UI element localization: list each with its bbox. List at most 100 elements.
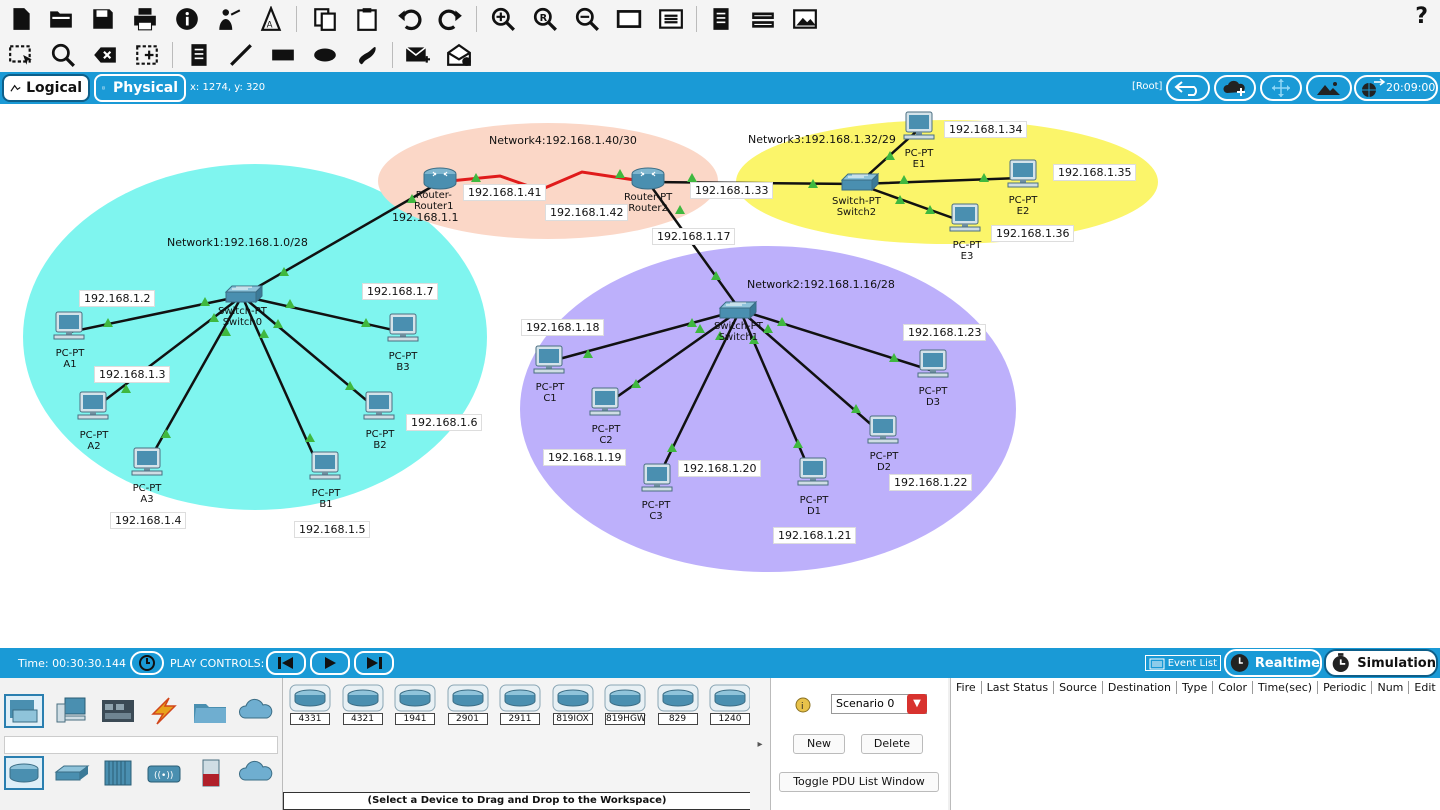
- multiuser-category-icon[interactable]: [236, 694, 276, 728]
- pc-a3-icon[interactable]: [131, 447, 163, 476]
- delete-icon[interactable]: [90, 40, 120, 70]
- router1-icon[interactable]: [423, 167, 457, 190]
- root-breadcrumb[interactable]: [Root]: [1132, 81, 1163, 92]
- device-model-item[interactable]: 2901: [445, 683, 491, 725]
- pc-d1-icon[interactable]: [797, 457, 829, 486]
- network4-area[interactable]: [378, 123, 718, 239]
- device-model-item[interactable]: 4321: [340, 683, 386, 725]
- category-search-field[interactable]: [4, 736, 278, 754]
- pdu-column-header[interactable]: Type: [1177, 680, 1214, 694]
- activity-wizard-icon[interactable]: [214, 4, 244, 34]
- resize-shape-icon[interactable]: [132, 40, 162, 70]
- place-note-icon[interactable]: [184, 40, 214, 70]
- pdu-column-header[interactable]: Last Status: [982, 680, 1055, 694]
- pc-b1-icon[interactable]: [309, 451, 341, 480]
- print-icon[interactable]: [130, 4, 160, 34]
- pc-b2-icon[interactable]: [363, 391, 395, 420]
- router2-icon[interactable]: [631, 167, 665, 190]
- device-model-item[interactable]: 819HGW: [602, 683, 648, 725]
- tab-logical[interactable]: Logical: [2, 74, 90, 102]
- switch0-icon[interactable]: [225, 285, 263, 303]
- device-template-icon[interactable]: [748, 4, 778, 34]
- event-list-button[interactable]: Event List: [1145, 655, 1221, 671]
- device-model-item[interactable]: 819IOX: [550, 683, 596, 725]
- delete-scenario-button[interactable]: Delete: [861, 734, 923, 754]
- zoom-reset-icon[interactable]: R: [530, 4, 560, 34]
- realtime-mode-button[interactable]: Realtime: [1224, 649, 1322, 677]
- pdu-column-header[interactable]: Fire: [951, 680, 982, 694]
- help-icon[interactable]: ?: [1415, 4, 1428, 29]
- switch1-icon[interactable]: [719, 301, 757, 319]
- back-button[interactable]: [1166, 75, 1210, 101]
- save-icon[interactable]: [88, 4, 118, 34]
- pc-b3-icon[interactable]: [387, 313, 419, 342]
- info-icon[interactable]: [172, 4, 202, 34]
- draw-rectangle-icon[interactable]: [268, 40, 298, 70]
- scenario-select[interactable]: Scenario 0 ▼: [831, 694, 927, 714]
- switches-subcategory-icon[interactable]: [52, 756, 92, 790]
- wireless-subcategory-icon[interactable]: ((•)): [144, 756, 184, 790]
- notes-icon[interactable]: [706, 4, 736, 34]
- switch2-icon[interactable]: [841, 173, 879, 191]
- draw-ellipse-icon[interactable]: [310, 40, 340, 70]
- pc-a2-icon[interactable]: [77, 391, 109, 420]
- pc-a1-icon[interactable]: [53, 311, 85, 340]
- device-model-item[interactable]: 1941: [392, 683, 438, 725]
- paste-icon[interactable]: [352, 4, 382, 34]
- pdu-column-header[interactable]: Periodic: [1318, 680, 1373, 694]
- copy-icon[interactable]: [310, 4, 340, 34]
- end-devices-category-icon[interactable]: [52, 694, 92, 728]
- device-model-item[interactable]: 2911: [497, 683, 543, 725]
- pc-d2-icon[interactable]: [867, 415, 899, 444]
- inspect-icon[interactable]: [48, 40, 78, 70]
- add-simple-pdu-icon[interactable]: [402, 40, 432, 70]
- freeform-icon[interactable]: [352, 40, 382, 70]
- simulation-mode-button[interactable]: Simulation: [1324, 649, 1438, 677]
- hubs-subcategory-icon[interactable]: [98, 756, 138, 790]
- routers-subcategory-icon[interactable]: [4, 756, 44, 790]
- pc-e2-icon[interactable]: [1007, 159, 1039, 188]
- pdu-column-header[interactable]: Time(sec): [1253, 680, 1319, 694]
- move-object-button[interactable]: [1260, 75, 1302, 101]
- toggle-pdu-list-button[interactable]: Toggle PDU List Window: [779, 772, 939, 792]
- pdu-column-header[interactable]: Color: [1213, 680, 1254, 694]
- zoom-in-icon[interactable]: [488, 4, 518, 34]
- pdu-column-header[interactable]: Num: [1372, 680, 1410, 694]
- back-step-button[interactable]: [266, 651, 306, 675]
- new-scenario-button[interactable]: New: [793, 734, 845, 754]
- redo-icon[interactable]: [436, 4, 466, 34]
- forward-step-button[interactable]: [354, 651, 394, 675]
- pc-e3-icon[interactable]: [949, 203, 981, 232]
- new-file-icon[interactable]: [6, 4, 36, 34]
- network-devices-category-icon[interactable]: [4, 694, 44, 728]
- device-model-item[interactable]: 829: [655, 683, 701, 725]
- network1-area[interactable]: [23, 164, 487, 510]
- pc-e1-icon[interactable]: [903, 111, 935, 140]
- pc-d3-icon[interactable]: [917, 349, 949, 378]
- wan-emulation-subcategory-icon[interactable]: [236, 756, 276, 790]
- undo-icon[interactable]: [394, 4, 424, 34]
- connections-category-icon[interactable]: [144, 694, 184, 728]
- network-info-icon[interactable]: A: [256, 4, 286, 34]
- set-background-button[interactable]: [1306, 75, 1352, 101]
- pc-c3-icon[interactable]: [641, 463, 673, 492]
- panel-splitter[interactable]: ▸: [750, 678, 770, 810]
- logical-workspace[interactable]: Network4:192.168.1.40/30 Network3:192.16…: [0, 104, 1440, 648]
- custom-device-icon[interactable]: [656, 4, 686, 34]
- network2-area[interactable]: [520, 246, 1016, 572]
- reset-time-button[interactable]: [130, 651, 164, 675]
- miscellaneous-category-icon[interactable]: [190, 694, 230, 728]
- play-button[interactable]: [310, 651, 350, 675]
- pdu-column-header[interactable]: Source: [1054, 680, 1103, 694]
- pc-c2-icon[interactable]: [589, 387, 621, 416]
- drawing-palette-icon[interactable]: [614, 4, 644, 34]
- draw-line-icon[interactable]: [226, 40, 256, 70]
- security-subcategory-icon[interactable]: [190, 756, 230, 790]
- viewport-clock-button[interactable]: [1354, 75, 1438, 101]
- network3-area[interactable]: [736, 120, 1158, 244]
- components-category-icon[interactable]: [98, 694, 138, 728]
- pdu-column-header[interactable]: Destination: [1103, 680, 1178, 694]
- device-model-item[interactable]: 1240: [707, 683, 753, 725]
- pdu-column-header[interactable]: Edit: [1409, 681, 1440, 694]
- new-cluster-button[interactable]: [1214, 75, 1256, 101]
